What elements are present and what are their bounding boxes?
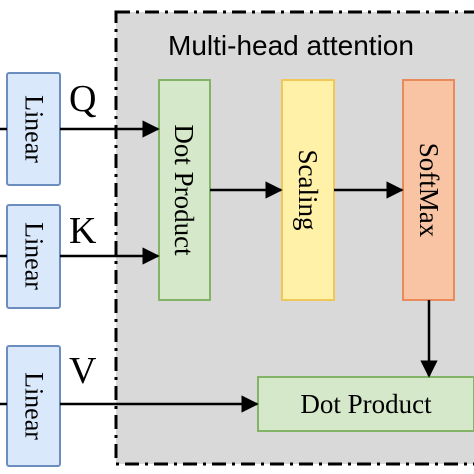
attention-title: Multi-head attention <box>168 30 414 61</box>
dot-product-2-box <box>257 376 474 432</box>
v-letter: V <box>69 350 97 392</box>
k-letter: K <box>69 210 97 252</box>
dot-product-1-box <box>158 79 211 301</box>
dot-product-1-label: Dot Product <box>169 124 199 256</box>
scaling-label: Scaling <box>293 150 323 231</box>
linear-q-label: Linear <box>20 95 49 163</box>
linear-v-box <box>6 345 61 467</box>
softmax-box <box>402 79 455 301</box>
linear-k-label: Linear <box>20 222 49 290</box>
q-letter: Q <box>69 78 96 120</box>
softmax-label: SoftMax <box>414 143 444 238</box>
linear-v-label: Linear <box>20 372 49 440</box>
dot-product-2-label: Dot Product <box>300 389 432 419</box>
